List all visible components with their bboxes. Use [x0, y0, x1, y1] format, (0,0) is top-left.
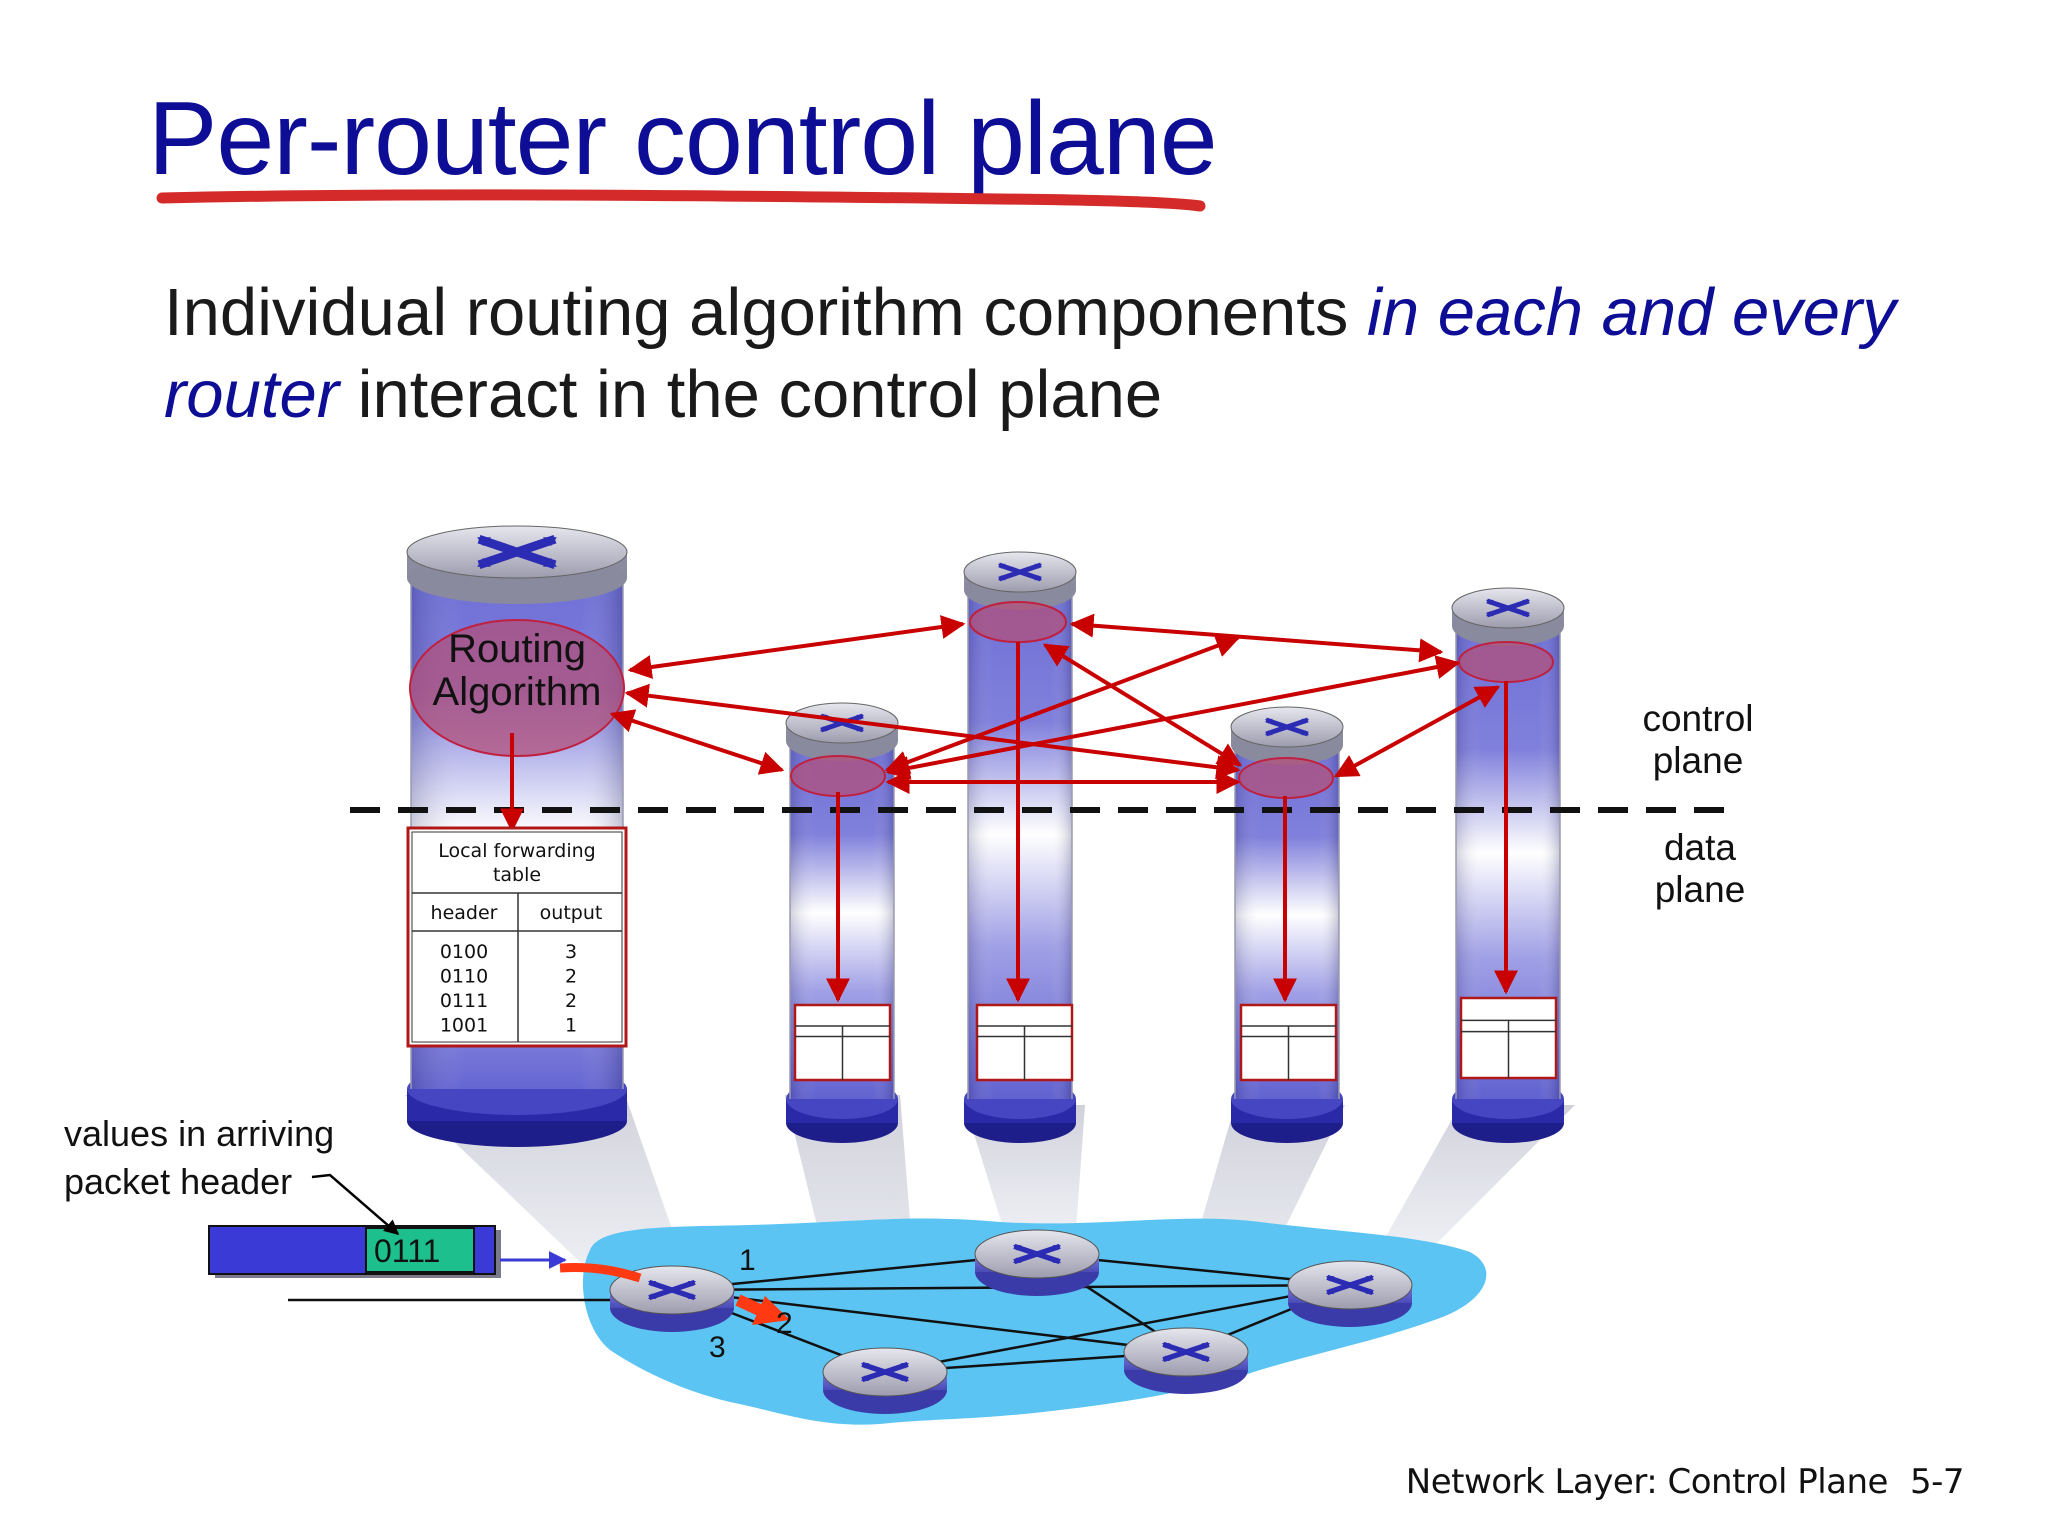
network-router: [1287, 1260, 1413, 1327]
forwarding-table-icon: [793, 1003, 892, 1082]
forwarding-table-title-1: Local forwarding: [438, 840, 596, 862]
port-3-label: 3: [709, 1331, 726, 1364]
forwarding-table-header-cell: 0100: [440, 941, 488, 963]
routing-algorithm-label-2: Algorithm: [433, 670, 602, 714]
forwarding-table-icon: [1239, 1003, 1338, 1082]
control-plane-arrows: [500, 613, 1518, 1003]
forwarding-table-output-cell: 2: [565, 966, 577, 988]
routing-algorithm-label-1: Routing: [448, 627, 586, 671]
router-x-icon: [861, 1361, 909, 1383]
incoming-packet-path: [559, 1263, 642, 1283]
arriving-packet: 0111: [208, 1225, 567, 1278]
forwarding-table-output-cell: 1: [565, 1015, 577, 1037]
forward-arrowhead: [752, 1296, 790, 1325]
forwarding-table-output-cell: 2: [565, 990, 577, 1012]
router-x-icon: [1162, 1341, 1210, 1363]
data-plane-label: data plane: [1654, 827, 1746, 910]
title-underline: [156, 189, 1206, 212]
routing-algorithm-oval: [1238, 757, 1334, 799]
router-x-icon: [1486, 598, 1530, 618]
router-x-icon: [1013, 1243, 1061, 1265]
forwarding-table-header-cell: 0110: [440, 966, 488, 988]
port-2-label: 2: [776, 1307, 793, 1340]
network-router: [609, 1265, 735, 1332]
routing-algorithm-oval: [409, 619, 625, 757]
values-label-1: values in arriving: [64, 1113, 334, 1154]
forwarding-table-header-cell: 0111: [440, 990, 488, 1012]
forwarding-table-title-2: table: [493, 864, 541, 886]
forwarding-table-col-output: output: [540, 902, 603, 924]
network-routers: [609, 1229, 1413, 1414]
routing-algorithm-oval: [969, 601, 1067, 643]
network-router: [974, 1229, 1100, 1296]
page-number: 5-7: [1909, 1462, 1965, 1502]
control-plane-label: control plane: [1642, 698, 1754, 781]
values-pointer-arrow: [311, 1173, 400, 1235]
forwarding-table-icon: [1459, 996, 1558, 1080]
router-x-icon: [477, 535, 557, 569]
footer: Network Layer: Control Plane 5-7: [1405, 1462, 1965, 1502]
router-x-icon: [648, 1279, 696, 1301]
subtitle-emphasis: in each and every router: [164, 275, 1896, 432]
network-router: [822, 1347, 948, 1414]
network-cloud: [582, 1218, 1487, 1425]
subtitle-text-2: interact in the control plane: [339, 357, 1163, 432]
slide-title: Per-router control plane: [148, 81, 1218, 197]
forwarding-table-output-cell: 3: [565, 941, 577, 963]
local-forwarding-table: Local forwarding table header output 010…: [406, 826, 628, 1048]
footer-text: Network Layer: Control Plane: [1405, 1462, 1889, 1502]
router-x-icon: [998, 562, 1042, 582]
subtitle-text-1: Individual routing algorithm components: [164, 275, 1367, 350]
subtitle: Individual routing algorithm components …: [164, 272, 1964, 436]
port-1-label: 1: [739, 1244, 756, 1277]
router-x-icon: [1326, 1274, 1374, 1296]
routing-algorithm-oval: [790, 755, 886, 797]
packet-header-value: 0111: [374, 1233, 440, 1269]
values-label-2: packet header: [64, 1161, 292, 1202]
forwarding-table-icon: [975, 1003, 1074, 1082]
network-router: [1123, 1327, 1249, 1394]
forwarding-table-header-cell: 1001: [440, 1015, 488, 1037]
forwarding-table-col-header: header: [431, 902, 498, 924]
router-tower-2: [785, 702, 899, 1143]
routing-algorithm-oval: [1458, 641, 1554, 683]
